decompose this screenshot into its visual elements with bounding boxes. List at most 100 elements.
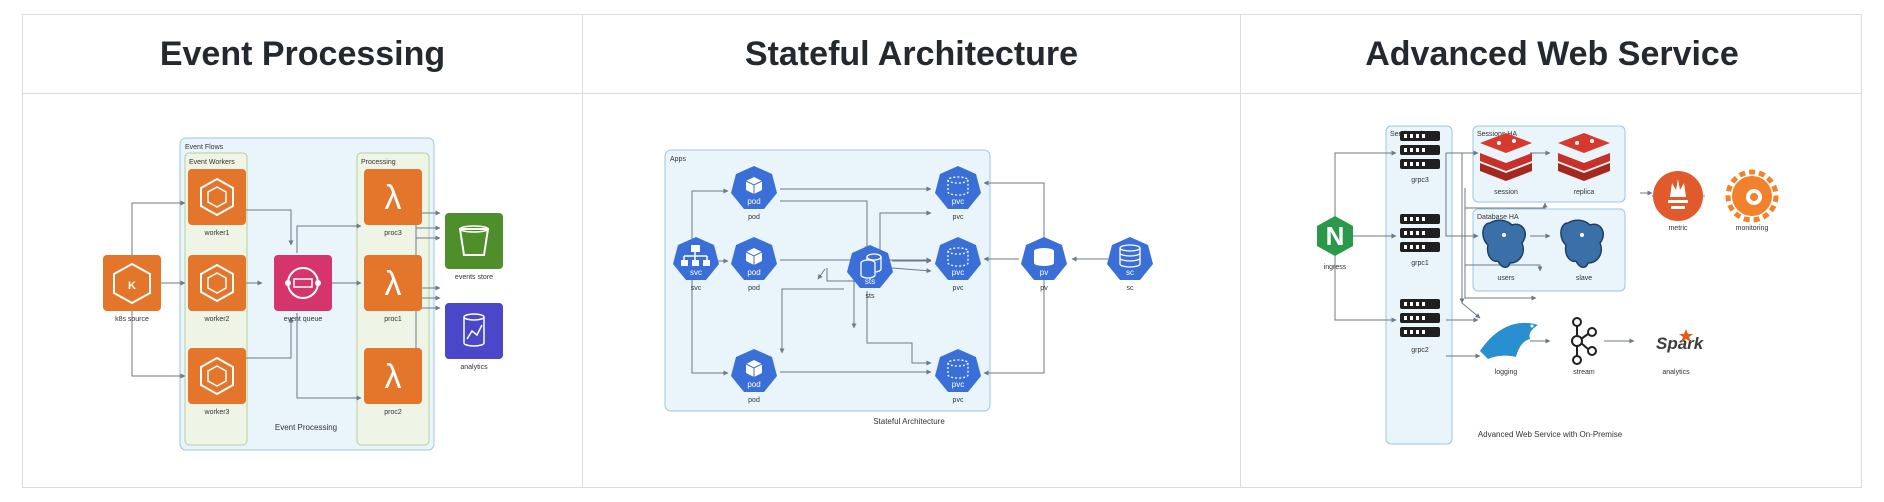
svg-text:pvc: pvc bbox=[953, 214, 964, 221]
server-icon bbox=[1400, 131, 1440, 169]
svg-text:sc: sc bbox=[1127, 285, 1135, 292]
sts-node: sts sts bbox=[847, 245, 893, 300]
edges bbox=[691, 180, 1108, 376]
diagram-caption: Advanced Web Service with On-Premise bbox=[1478, 430, 1623, 439]
analytics-node: Spark analytics bbox=[1656, 329, 1705, 376]
svg-text:pod: pod bbox=[748, 214, 760, 221]
event-processing-diagram: Event Flows Event Workers Processing K k… bbox=[103, 137, 503, 451]
svg-text:slave: slave bbox=[1576, 275, 1592, 282]
postgresql-icon bbox=[1560, 219, 1604, 268]
diagram-caption: Event Processing bbox=[275, 423, 337, 432]
statefulset-icon bbox=[860, 253, 882, 279]
group-service-cluster bbox=[1385, 125, 1453, 445]
worker1-node: worker1 bbox=[188, 169, 246, 237]
group-label-apps: Apps bbox=[670, 156, 686, 163]
svg-text:svc: svc bbox=[690, 268, 702, 277]
svg-text:worker3: worker3 bbox=[204, 409, 230, 416]
k8s-source-node: K k8s source bbox=[103, 255, 161, 323]
metric-node: metric bbox=[1653, 171, 1703, 232]
slave-node: slave bbox=[1560, 219, 1604, 282]
container-icon bbox=[200, 356, 234, 396]
svg-text:monitoring: monitoring bbox=[1736, 225, 1769, 232]
svg-text:sts: sts bbox=[865, 277, 875, 286]
column-divider bbox=[1240, 15, 1241, 487]
users-node: users bbox=[1482, 219, 1526, 282]
pod-node-3: pod pod bbox=[731, 349, 777, 404]
server-icon bbox=[1400, 214, 1440, 252]
event-queue-node: event queue bbox=[274, 255, 332, 323]
svg-text:proc2: proc2 bbox=[384, 409, 402, 416]
pvc-node-3: pvc pvc bbox=[935, 349, 981, 404]
group-label-event-workers: Event Workers bbox=[189, 159, 235, 166]
volume-icon bbox=[1034, 248, 1054, 266]
svg-text:replica: replica bbox=[1574, 189, 1595, 196]
svg-text:K: K bbox=[128, 280, 136, 292]
logging-node: logging bbox=[1480, 322, 1538, 376]
lambda-icon: λ bbox=[385, 179, 402, 217]
analytics-node: analytics bbox=[445, 303, 503, 371]
comparison-table: Event Processing Stateful Architecture A… bbox=[22, 14, 1862, 488]
group-label-sessions-ha: Sessions HA bbox=[1477, 131, 1517, 138]
session-node: session bbox=[1480, 133, 1532, 196]
container-icon bbox=[200, 263, 234, 303]
svg-text:pvc: pvc bbox=[953, 285, 964, 292]
spark-logo: Spark bbox=[1656, 334, 1705, 353]
redis-icon bbox=[1558, 133, 1610, 181]
pv-node: pv pv bbox=[1021, 237, 1067, 292]
bucket-icon bbox=[458, 228, 490, 256]
postgresql-icon bbox=[1482, 219, 1526, 268]
header-divider bbox=[23, 93, 1861, 94]
svg-text:pod: pod bbox=[748, 285, 760, 292]
fluentd-icon bbox=[1480, 322, 1538, 359]
svg-text:pvc: pvc bbox=[952, 380, 964, 389]
svg-text:worker2: worker2 bbox=[204, 316, 230, 323]
proc3-node: λ proc3 bbox=[364, 169, 422, 237]
svg-text:analytics: analytics bbox=[1662, 369, 1690, 376]
nginx-icon: N bbox=[1326, 221, 1345, 251]
pvc-node-1: pvc pvc bbox=[935, 166, 981, 221]
pvc-node-2: pvc pvc bbox=[935, 237, 981, 292]
svg-text:pv: pv bbox=[1040, 285, 1048, 292]
pod-node-1: pod pod bbox=[731, 166, 777, 221]
proc1-node: λ proc1 bbox=[364, 255, 422, 323]
svg-text:pod: pod bbox=[747, 268, 760, 277]
svg-text:analytics: analytics bbox=[460, 364, 488, 371]
lambda-icon: λ bbox=[385, 358, 402, 396]
proc2-node: λ proc2 bbox=[364, 348, 422, 416]
svg-text:logging: logging bbox=[1495, 369, 1518, 376]
group-label-processing: Processing bbox=[361, 159, 396, 166]
grpc3-node: grpc3 bbox=[1400, 131, 1440, 184]
svg-text:sts: sts bbox=[866, 293, 875, 300]
spark-star-icon bbox=[1679, 329, 1693, 342]
kafka-icon bbox=[1571, 317, 1597, 365]
svg-text:pvc: pvc bbox=[953, 397, 964, 404]
group-label-event-flows: Event Flows bbox=[185, 144, 224, 151]
volume-claim-icon bbox=[947, 359, 969, 379]
worker2-node: worker2 bbox=[188, 255, 246, 323]
svg-text:proc1: proc1 bbox=[384, 316, 402, 323]
pod-node-2: pod pod bbox=[731, 237, 777, 292]
svg-text:session: session bbox=[1494, 189, 1518, 196]
svg-text:proc3: proc3 bbox=[384, 230, 402, 237]
column-title-event-processing: Event Processing bbox=[159, 34, 446, 73]
svc-node: svc svc bbox=[673, 237, 719, 292]
diagram-caption: Stateful Architecture bbox=[873, 417, 945, 426]
svg-text:ingress: ingress bbox=[1324, 264, 1347, 271]
advanced-web-service-diagram: Service Cluster Sessions HA Database HA … bbox=[1317, 125, 1779, 445]
column-divider bbox=[582, 15, 583, 487]
storage-class-icon bbox=[1119, 244, 1141, 268]
svg-text:pvc: pvc bbox=[952, 268, 964, 277]
lambda-icon: λ bbox=[385, 265, 402, 303]
svg-text:worker1: worker1 bbox=[204, 230, 230, 237]
grpc1-node: grpc1 bbox=[1400, 214, 1440, 267]
svg-text:grpc1: grpc1 bbox=[1411, 260, 1429, 267]
svg-text:pv: pv bbox=[1040, 268, 1048, 277]
replica-node: replica bbox=[1558, 133, 1610, 196]
redis-icon bbox=[1480, 133, 1532, 181]
svg-text:pod: pod bbox=[748, 397, 760, 404]
grpc2-node: grpc2 bbox=[1400, 299, 1440, 354]
svg-text:users: users bbox=[1497, 275, 1515, 282]
svg-text:svc: svc bbox=[691, 285, 702, 292]
volume-claim-icon bbox=[947, 176, 969, 196]
stateful-architecture-diagram: Apps svc svc bbox=[664, 149, 1153, 426]
